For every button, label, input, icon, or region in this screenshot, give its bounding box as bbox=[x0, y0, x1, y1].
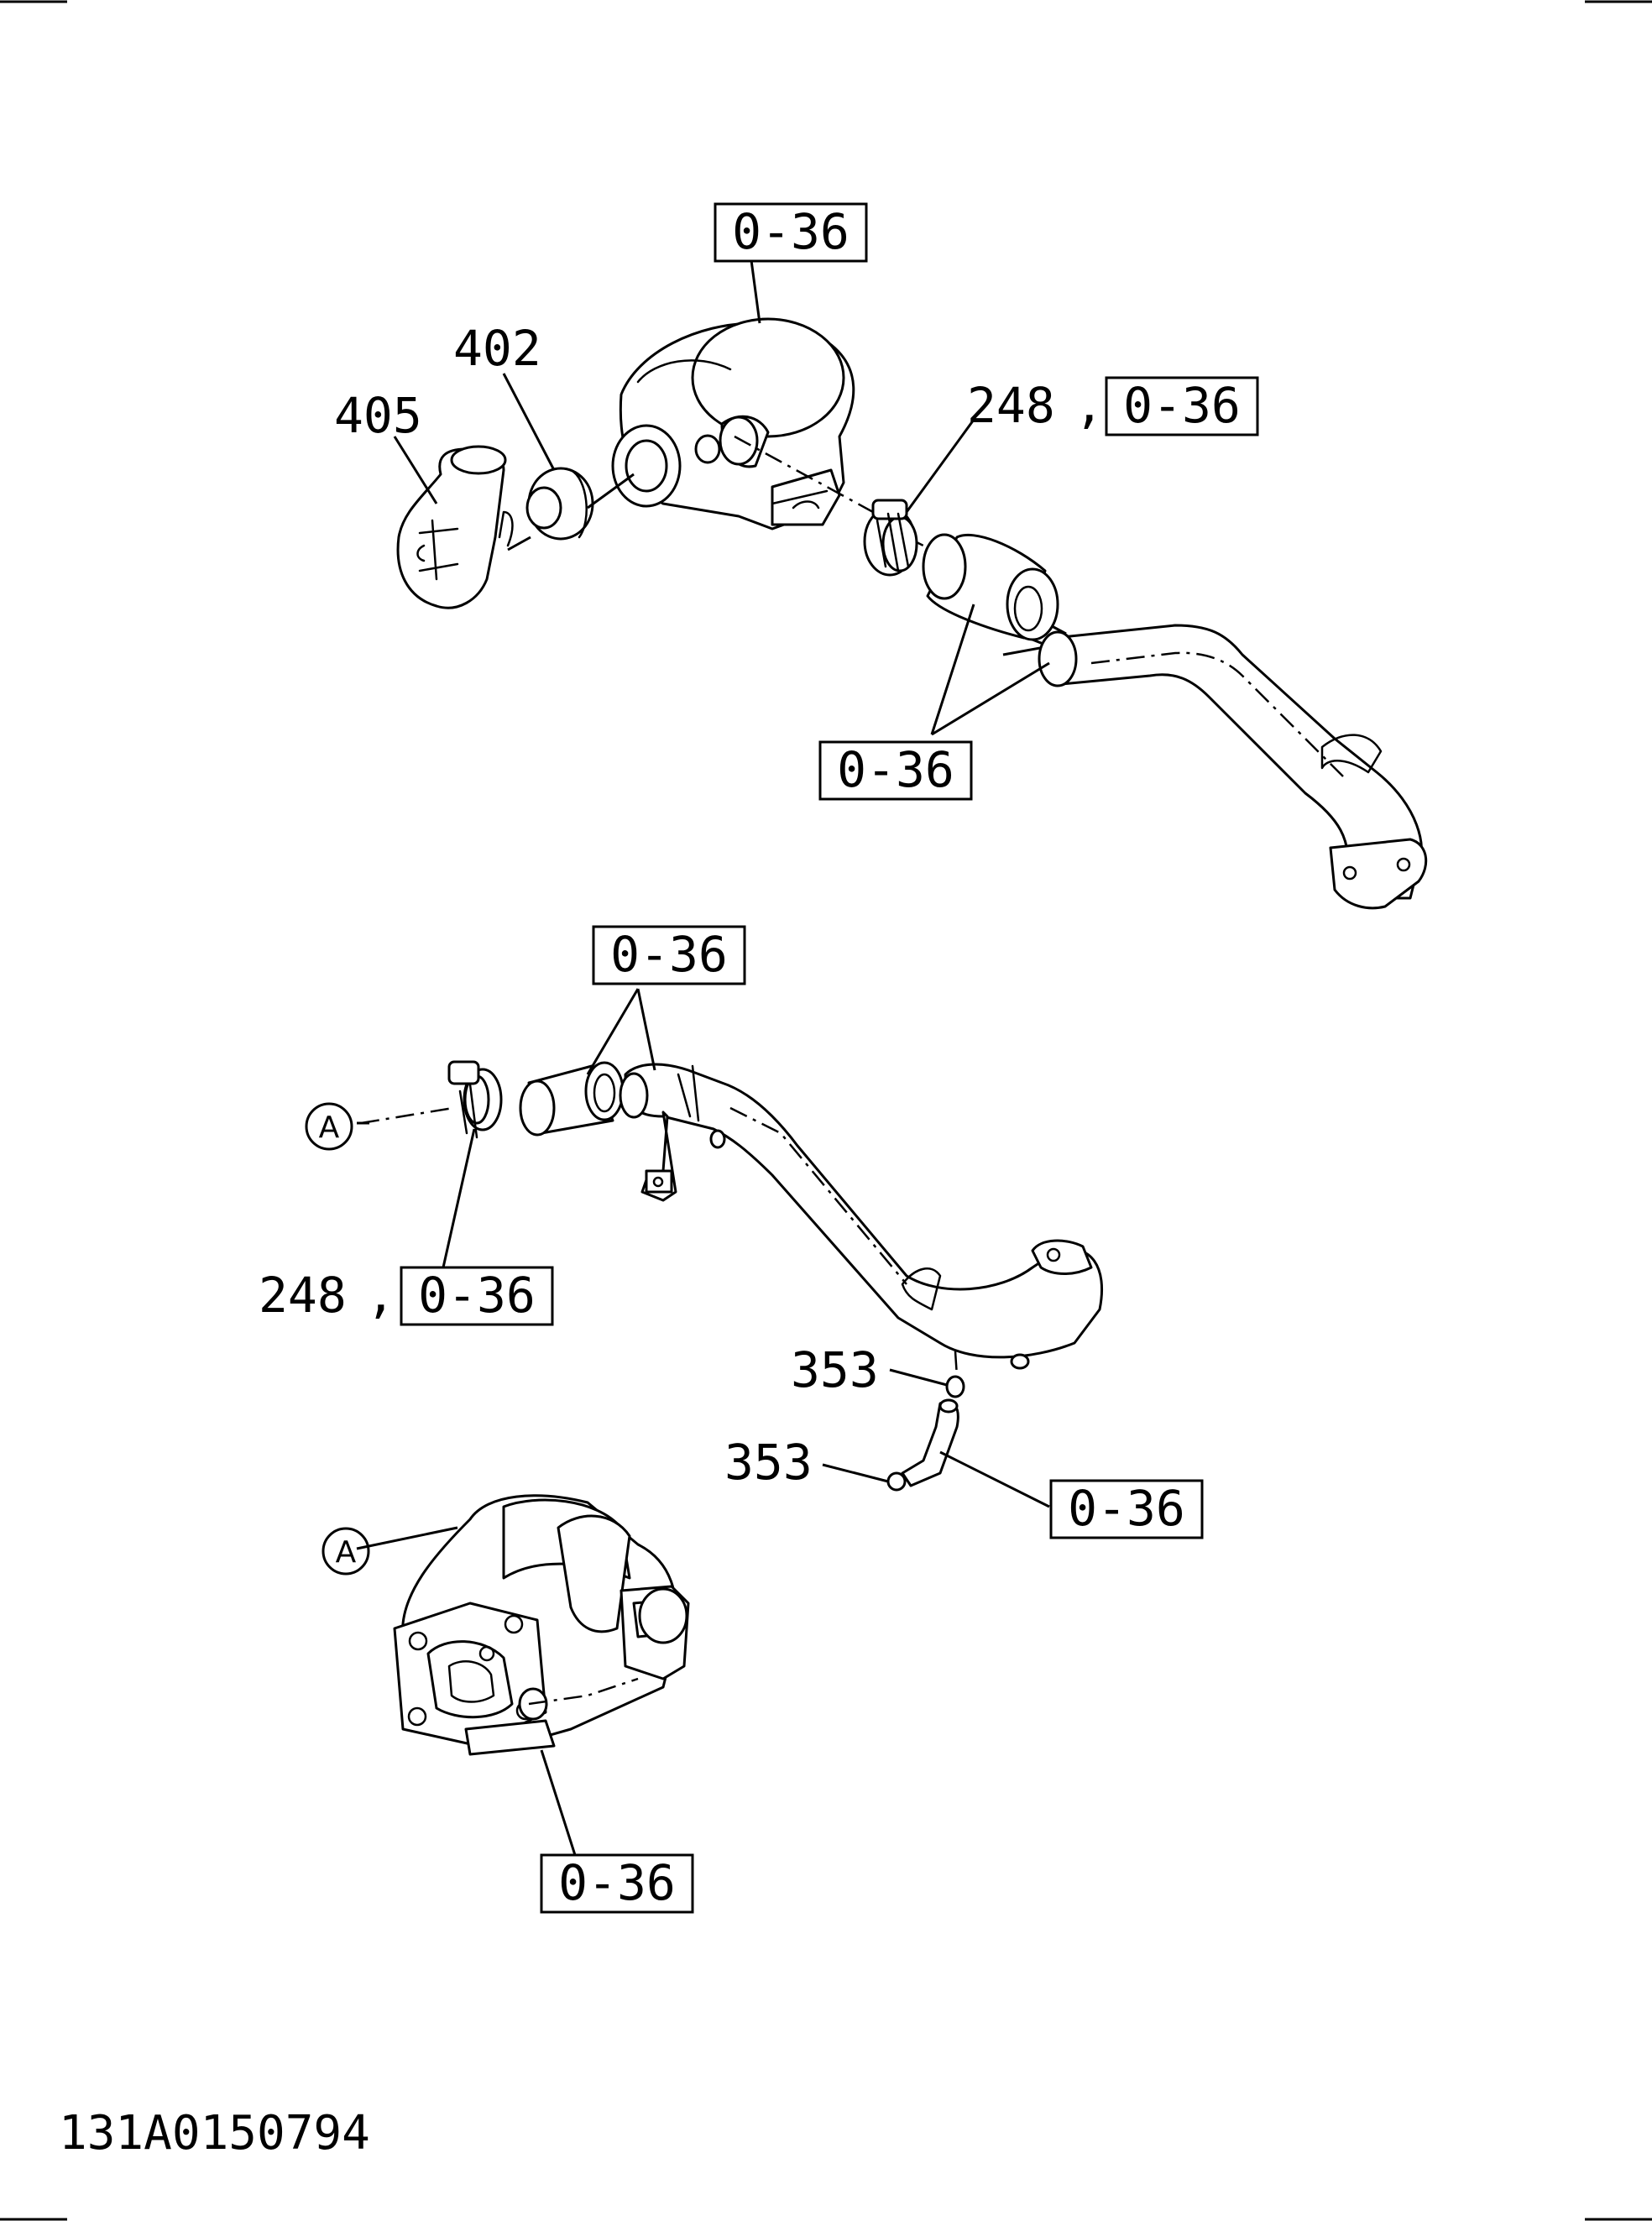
marker-a-upper-circle bbox=[305, 1102, 353, 1151]
mid-centerlines bbox=[360, 1106, 959, 1377]
ref-hose-label: 0-36 bbox=[1068, 1480, 1185, 1537]
ref-box-top bbox=[714, 202, 868, 263]
leader-lines bbox=[356, 259, 1050, 1856]
callout-402: 402 bbox=[453, 320, 541, 377]
ref-mid-label: 0-36 bbox=[610, 926, 728, 983]
marker-a-lower: A bbox=[336, 1535, 357, 1570]
marker-a-lower-circle bbox=[322, 1527, 370, 1576]
callout-248-top-comma: , bbox=[1074, 377, 1104, 434]
view-markers: A A bbox=[305, 1102, 370, 1576]
ref-box-hose bbox=[1049, 1479, 1204, 1539]
ref-top-label: 0-36 bbox=[732, 203, 850, 260]
fittings-353 bbox=[886, 1375, 965, 1492]
ref-box-left bbox=[400, 1266, 554, 1326]
clamp-mid bbox=[447, 1060, 503, 1139]
ref-box-top-mid bbox=[818, 740, 973, 801]
callout-248-top: 248 bbox=[967, 377, 1055, 434]
ref-box-mid bbox=[592, 925, 746, 985]
pipe-mid bbox=[619, 1063, 1104, 1370]
turbocharger-bottom bbox=[393, 1494, 690, 1756]
hose-top bbox=[922, 533, 1059, 641]
ref-left-label: 0-36 bbox=[418, 1267, 536, 1324]
reference-boxes: 0-36 0-36 0-36 0-36 0-36 0-36 0-36 bbox=[400, 202, 1259, 1914]
callout-248-left-comma: , bbox=[366, 1267, 395, 1324]
hose-clamp-top bbox=[863, 499, 918, 577]
gasket-402 bbox=[525, 467, 594, 541]
ref-bottom-label: 0-36 bbox=[558, 1854, 676, 1911]
ref-top-mid-label: 0-36 bbox=[837, 741, 954, 798]
elbow-405 bbox=[396, 445, 514, 609]
ref-box-top-right bbox=[1105, 376, 1259, 436]
ref-top-right-label: 0-36 bbox=[1123, 377, 1241, 434]
callout-248-left: 248 bbox=[259, 1267, 347, 1324]
callout-405: 405 bbox=[334, 387, 422, 444]
pipe-top bbox=[1038, 624, 1428, 910]
marker-a-upper: A bbox=[319, 1110, 340, 1145]
part-numbers: 402 405 248 , 248 , 353 353 bbox=[259, 320, 1104, 1491]
hose-mid bbox=[519, 1061, 625, 1137]
callout-353-upper: 353 bbox=[791, 1341, 879, 1398]
ref-box-bottom bbox=[540, 1853, 694, 1914]
drawing-code: 131A0150794 bbox=[59, 2106, 370, 2161]
turbocharger-top bbox=[611, 317, 855, 530]
callout-353-lower: 353 bbox=[724, 1434, 813, 1491]
